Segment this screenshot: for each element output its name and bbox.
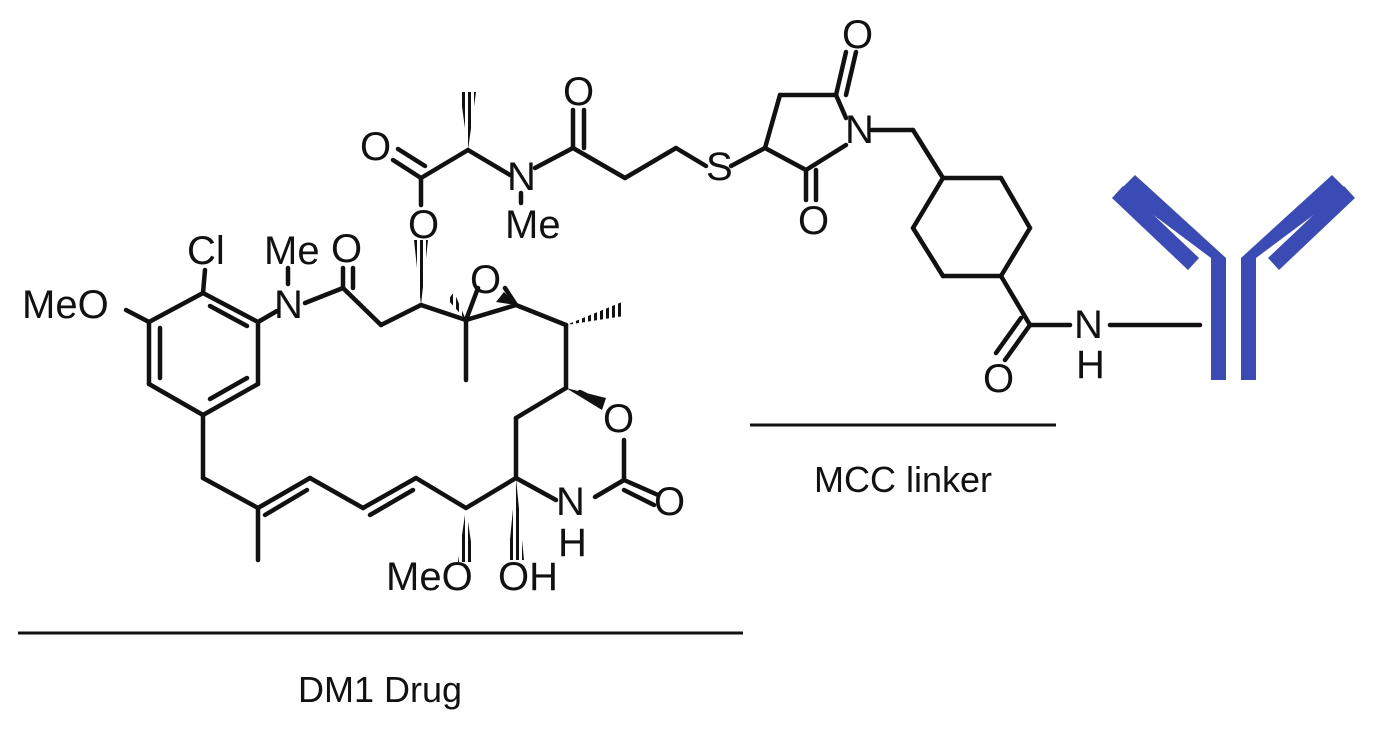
meo-aryl-label: MeO [22,283,109,327]
succinimide-o-bottom-label: O [798,199,829,243]
amide-bonds [285,265,424,328]
carbamate-o-label: O [654,480,685,524]
amide-n-label: N [274,283,303,327]
methoxy-hashed-wedge [458,508,474,562]
methyl-n-label: N [507,155,536,199]
linker-nh-h-label: H [1076,343,1105,387]
cyclohexyl-bonds [910,127,1203,363]
carbamate-ring-o-label: O [603,397,634,441]
carbamate-n-label: N [556,480,585,524]
succinimide-n-label: N [845,108,874,152]
propanoyl-o-label: O [563,70,594,114]
ester-linker-bonds [390,107,768,208]
carbamate-h-label: H [558,521,587,565]
ring-substituent-bonds [123,267,280,481]
linker-amide-o-label: O [983,357,1014,401]
ester-carbonyl-o-label: O [360,125,391,169]
cl-label: Cl [187,229,225,273]
epoxide-bonds [418,285,569,383]
alanine-hashed-wedge [460,92,476,150]
linker-nh-n-label: N [1074,303,1103,347]
lower-meo-label: MeO [386,555,473,599]
amide-o-label: O [331,227,362,271]
succinimide-o-top-label: O [842,13,873,57]
hydroxy-label: OH [498,555,558,599]
hydroxy-hashed-wedge [508,478,524,560]
methyl-hashed-wedge [566,302,624,325]
antibody-y-shape-icon [1112,175,1355,380]
sulfur-label: S [706,145,733,189]
epoxide-bold-wedge-right [496,292,516,305]
aromatic-ring [146,290,261,418]
linker-section-label: MCC linker [814,459,992,500]
epoxide-hashed-wedge-left [448,292,466,320]
succinimide-bonds [762,49,916,203]
diene-chain-bonds [200,475,469,563]
drug-section-label: DM1 Drug [298,669,462,710]
epoxide-o-label: O [470,258,501,302]
amide-me-label: Me [264,229,320,273]
carbamate-bold-wedge [566,388,606,410]
ester-o-label: O [408,203,439,247]
ester-hashed-wedge [414,240,428,305]
n-me-label: Me [505,203,561,247]
